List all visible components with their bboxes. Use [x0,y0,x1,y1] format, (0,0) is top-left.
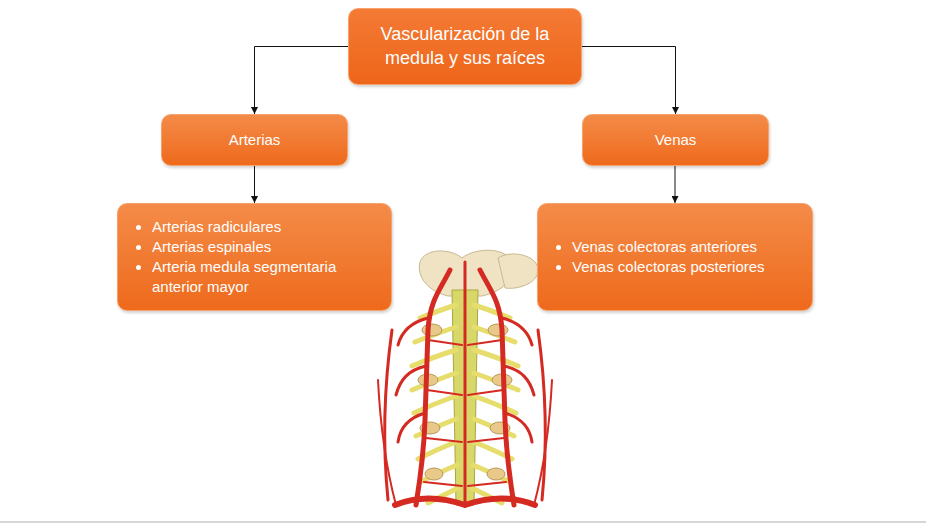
connector [254,166,255,203]
arteries [378,262,552,505]
bullet-item: Venas colectoras anteriores [572,237,800,257]
node-box: Arterias radicularesArterias espinalesAr… [117,203,392,311]
bullet-list: Arterias radicularesArterias espinalesAr… [118,217,391,298]
node-box: Venas [582,114,769,166]
bullet-list: Venas colectoras anterioresVenas colecto… [538,237,812,278]
node-box: Vascularización de la medula y sus raíce… [348,8,582,85]
connector [255,47,349,115]
node-box: Arterias [161,114,348,166]
connector [675,166,676,203]
node-label: Arterias [162,126,347,154]
connector [582,47,676,115]
bullet-item: Venas colectoras posteriores [572,257,800,277]
node-label: Vascularización de la medula y sus raíce… [349,19,581,74]
node-box: Venas colectoras anterioresVenas colecto… [537,203,813,311]
bullet-item: Arterias radiculares [152,217,379,237]
cerebellum [498,254,538,288]
bullet-item: Arterias espinales [152,237,379,257]
bottom-rule [0,521,926,523]
bullet-item: Arteria medula segmentaria anterior mayo… [152,257,379,298]
node-label: Venas [583,126,768,154]
